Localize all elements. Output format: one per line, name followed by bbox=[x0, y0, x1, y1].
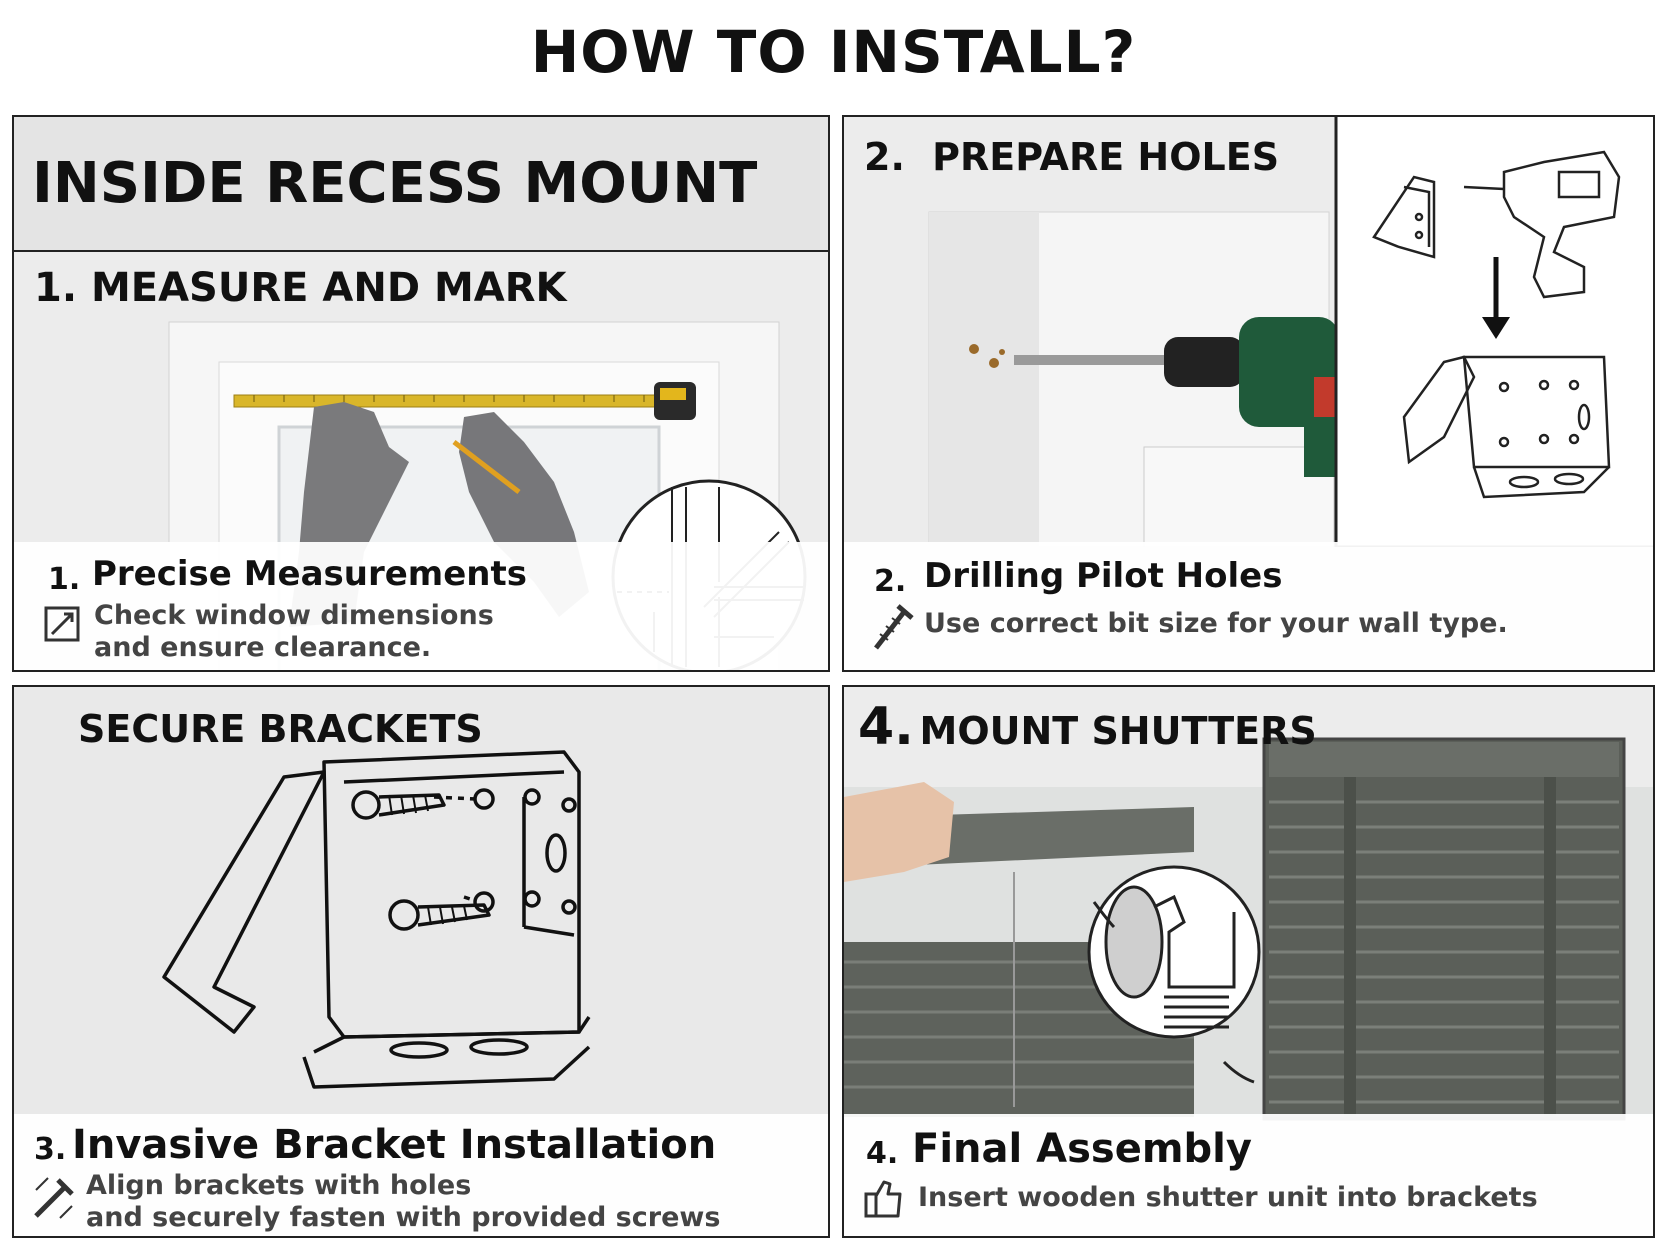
caption-line-1: Check window dimensions bbox=[94, 600, 494, 631]
step-heading: 4. MOUNT SHUTTERS bbox=[858, 697, 1317, 757]
thumbs-up-icon bbox=[864, 1180, 902, 1218]
caption-number: 2. bbox=[874, 564, 907, 599]
caption-number: 4. bbox=[866, 1136, 899, 1171]
panel-secure-brackets: SECURE BRACKETS 3. Invasive Bracket Inst… bbox=[12, 685, 830, 1238]
measure-icon bbox=[44, 606, 80, 642]
step-caption: 2. Drilling Pilot Holes Use correct bit … bbox=[844, 542, 1653, 670]
caption-title: Invasive Bracket Installation bbox=[72, 1122, 717, 1168]
caption-line-2: and securely fasten with provided screws bbox=[86, 1202, 721, 1233]
step-number: 2. bbox=[864, 135, 905, 179]
step-title: MEASURE AND MARK bbox=[90, 265, 567, 311]
screws-icon bbox=[34, 1177, 74, 1219]
caption-title: Final Assembly bbox=[912, 1126, 1252, 1172]
mount-type-heading: INSIDE RECESS MOUNT bbox=[32, 151, 758, 216]
step-title: PREPARE HOLES bbox=[932, 135, 1280, 179]
caption-line-1: Align brackets with holes bbox=[86, 1170, 472, 1201]
screw-icon bbox=[874, 604, 914, 650]
panel-measure-and-mark: INSIDE RECESS MOUNT bbox=[12, 115, 830, 672]
caption-line-1: Insert wooden shutter unit into brackets bbox=[918, 1182, 1538, 1213]
caption-line-2: and ensure clearance. bbox=[94, 632, 432, 663]
page-title: HOW TO INSTALL? bbox=[530, 18, 1137, 86]
step-heading: 2. PREPARE HOLES bbox=[864, 135, 1279, 179]
caption-title: Precise Measurements bbox=[92, 554, 527, 594]
panel-prepare-holes: 2. PREPARE HOLES 2. Drilling Pilot Holes… bbox=[842, 115, 1655, 672]
panel-mount-shutters: 4. MOUNT SHUTTERS 4. Final Assembly Inse… bbox=[842, 685, 1655, 1238]
caption-number: 1. bbox=[48, 562, 81, 597]
caption-title: Drilling Pilot Holes bbox=[924, 556, 1283, 596]
step-title: SECURE BRACKETS bbox=[78, 707, 483, 751]
step-title: MOUNT SHUTTERS bbox=[919, 709, 1317, 753]
caption-line-1: Use correct bit size for your wall type. bbox=[924, 608, 1508, 639]
step-caption: 3. Invasive Bracket Installation Align b… bbox=[14, 1114, 828, 1236]
step-caption: 4. Final Assembly Insert wooden shutter … bbox=[844, 1114, 1653, 1236]
caption-number: 3. bbox=[34, 1132, 67, 1167]
step-number: 4. bbox=[858, 697, 914, 757]
step-caption: 1. Precise Measurements Check window dim… bbox=[14, 542, 828, 670]
drill-wall-illustration bbox=[844, 117, 1653, 547]
step-heading: 1. MEASURE AND MARK bbox=[34, 265, 567, 311]
step-number: 1. bbox=[34, 265, 78, 311]
panel-header-bar: INSIDE RECESS MOUNT bbox=[14, 117, 828, 252]
